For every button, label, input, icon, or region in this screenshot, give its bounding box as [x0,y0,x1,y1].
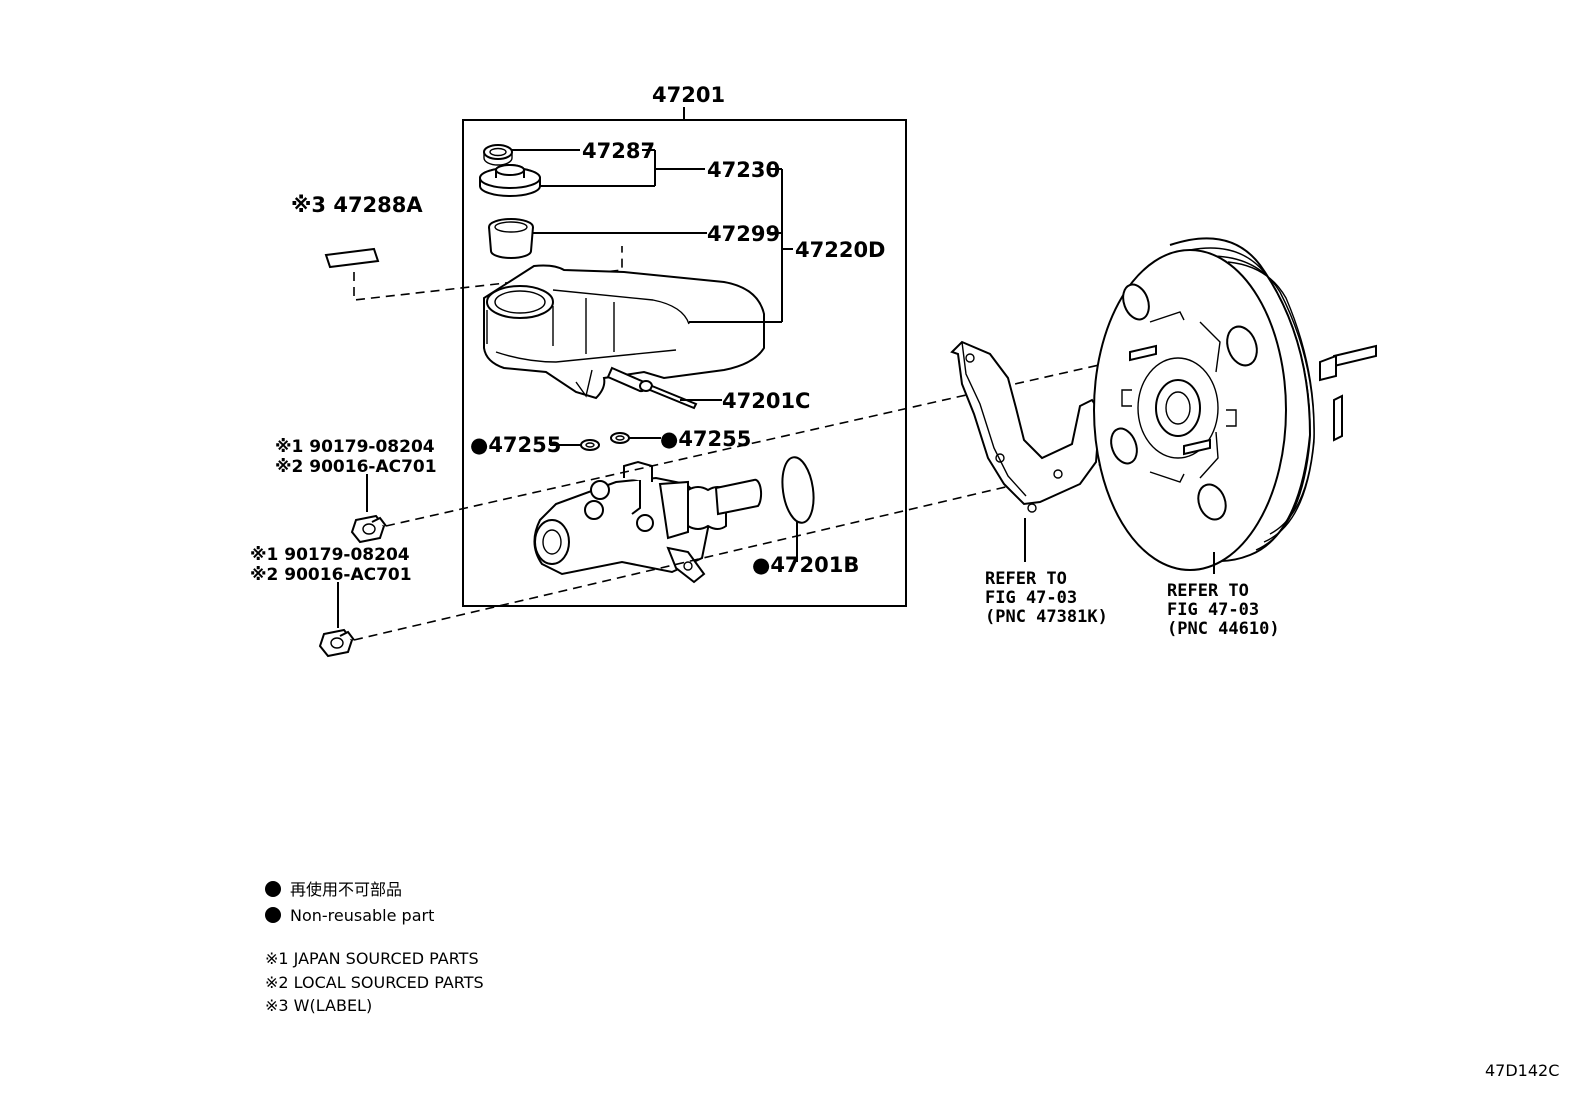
ref-bracket-line2[interactable]: FIG 47-03 [985,588,1077,608]
grommet-left-part[interactable] [580,439,600,451]
ref-booster-line2[interactable]: FIG 47-03 [1167,600,1259,620]
ref-bracket-line3[interactable]: (PNC 47381K) [985,607,1108,627]
label-47255-left[interactable]: ●47255 [470,433,561,457]
label-sticker-part[interactable] [324,247,380,269]
label-nut2-line2[interactable]: ※2 90016-AC701 [250,565,412,585]
o-ring-part[interactable] [779,455,818,525]
master-cylinder-part[interactable] [533,460,763,584]
label-47201C[interactable]: 47201C [722,389,810,413]
ref-booster-line3[interactable]: (PNC 44610) [1167,619,1280,639]
legend-bullet-icon [265,907,281,923]
brake-booster-part[interactable] [1093,237,1377,571]
label-nut2-line1[interactable]: ※1 90179-08204 [250,545,410,565]
ref-bracket-line1[interactable]: REFER TO [985,569,1067,589]
figure-code: 47D142C [1485,1061,1559,1080]
bracket-part[interactable] [950,340,1102,513]
label-47201[interactable]: 47201 [652,83,725,107]
ref-booster-line1[interactable]: REFER TO [1167,581,1249,601]
reservoir-tank-part[interactable] [483,264,765,400]
reservoir-cap-part[interactable] [479,164,541,197]
nut1-part[interactable] [350,514,387,544]
legend-bullet-jp: 再使用不可部品 [290,880,402,899]
label-nut1-line2[interactable]: ※2 90016-AC701 [275,457,437,477]
label-47201B[interactable]: ●47201B [752,553,859,577]
label-47220D[interactable]: 47220D [795,238,886,262]
nut2-part[interactable] [318,628,355,658]
label-nut1-line1[interactable]: ※1 90179-08204 [275,437,435,457]
legend-note-2: ※2 LOCAL SOURCED PARTS [265,973,484,992]
legend-bullet-en: Non-reusable part [290,906,434,925]
label-47255-right[interactable]: ●47255 [660,427,751,451]
pin-part[interactable] [606,366,698,410]
strainer-part[interactable] [488,218,534,259]
legend-note-1: ※1 JAPAN SOURCED PARTS [265,949,479,968]
grommet-right-part[interactable] [610,432,630,444]
legend-bullet-icon [265,881,281,897]
legend-note-3: ※3 W(LABEL) [265,996,372,1015]
cap-ring-part[interactable] [483,144,513,166]
label-47288A[interactable]: ※3 47288A [291,193,423,217]
